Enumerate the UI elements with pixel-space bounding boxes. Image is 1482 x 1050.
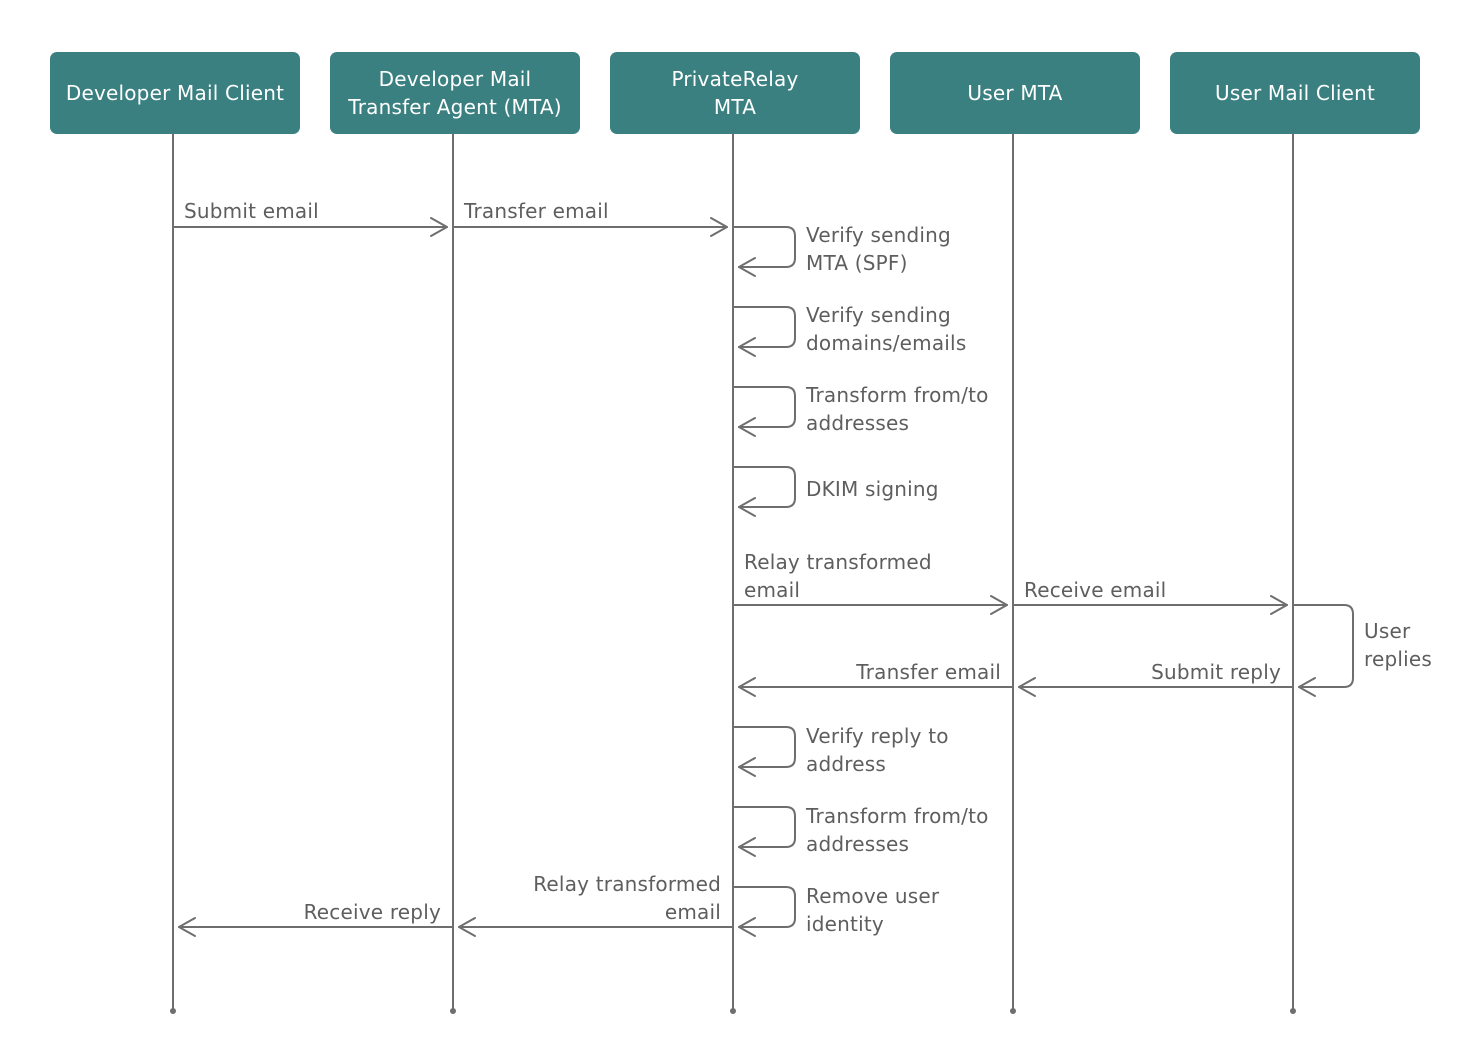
arrow-transfer-email	[452, 217, 728, 237]
label-receive-reply: Receive reply	[304, 900, 441, 924]
actor-label: PrivateRelay MTA	[671, 67, 799, 119]
label-verify-domains-2: domains/emails	[806, 331, 966, 355]
self-loop-transform-addresses	[732, 386, 796, 437]
arrow-receive-reply	[178, 917, 454, 937]
arrow-receive-email	[1012, 595, 1288, 615]
label-receive-email: Receive email	[1024, 578, 1166, 602]
arrow-submit-reply	[1018, 677, 1294, 697]
self-loop-verify-spf	[732, 226, 796, 277]
lifeline-end-dot	[730, 1008, 736, 1014]
label-dkim-signing: DKIM signing	[806, 477, 939, 501]
label-user-replies-1: User	[1364, 619, 1411, 643]
label-transform-1a: Transform from/to	[805, 383, 989, 407]
arrow-relay-transformed-email	[732, 595, 1008, 615]
arrow-relay-transformed-email-reply	[458, 917, 734, 937]
label-remove-identity-2: identity	[806, 912, 884, 936]
actor-label: User Mail Client	[1214, 81, 1376, 105]
lifeline-end-dot	[450, 1008, 456, 1014]
label-relay-transformed-2a: Relay transformed	[533, 872, 721, 896]
label-remove-identity-1: Remove user	[806, 884, 940, 908]
label-verify-spf-1: Verify sending	[806, 223, 951, 247]
arrow-transfer-email-reply	[738, 677, 1014, 697]
self-loop-transform-addresses-reply	[732, 806, 796, 857]
actor-label: Developer Mail Client	[65, 81, 285, 105]
label-transfer-email-reply: Transfer email	[855, 660, 1001, 684]
self-loop-remove-user-identity	[732, 886, 796, 937]
actor-label: User MTA	[967, 81, 1063, 105]
actor-developer-mta: Developer Mail Transfer Agent (MTA)	[330, 52, 580, 134]
label-verify-domains-1: Verify sending	[806, 303, 951, 327]
label-submit-email: Submit email	[184, 199, 319, 223]
label-user-replies-2: replies	[1364, 647, 1432, 671]
label-verify-reply-2: address	[806, 752, 886, 776]
label-verify-spf-2: MTA (SPF)	[806, 251, 908, 275]
lifeline-end-dot	[1290, 1008, 1296, 1014]
label-relay-transformed-1b: email	[744, 578, 800, 602]
actor-user-mail-client: User Mail Client	[1170, 52, 1420, 134]
actor-user-mta: User MTA	[890, 52, 1140, 134]
label-relay-transformed-2b: email	[665, 900, 721, 924]
arrow-submit-email	[172, 217, 448, 237]
label-submit-reply: Submit reply	[1151, 660, 1281, 684]
self-loop-verify-domains	[732, 306, 796, 357]
lifeline-end-dot	[170, 1008, 176, 1014]
label-transform-2b: addresses	[806, 832, 909, 856]
label-verify-reply-1: Verify reply to	[806, 724, 949, 748]
self-loop-dkim-signing	[732, 466, 796, 517]
self-loop-user-replies	[1292, 604, 1354, 697]
self-loop-verify-reply	[732, 726, 796, 777]
lifeline-end-dot	[1010, 1008, 1016, 1014]
label-transfer-email: Transfer email	[463, 199, 609, 223]
actor-privaterelay-mta: PrivateRelay MTA	[610, 52, 860, 134]
actor-label: Developer Mail Transfer Agent (MTA)	[348, 67, 562, 119]
label-transform-2a: Transform from/to	[805, 804, 989, 828]
actor-developer-mail-client: Developer Mail Client	[50, 52, 300, 134]
label-relay-transformed-1a: Relay transformed	[744, 550, 932, 574]
label-transform-1b: addresses	[806, 411, 909, 435]
